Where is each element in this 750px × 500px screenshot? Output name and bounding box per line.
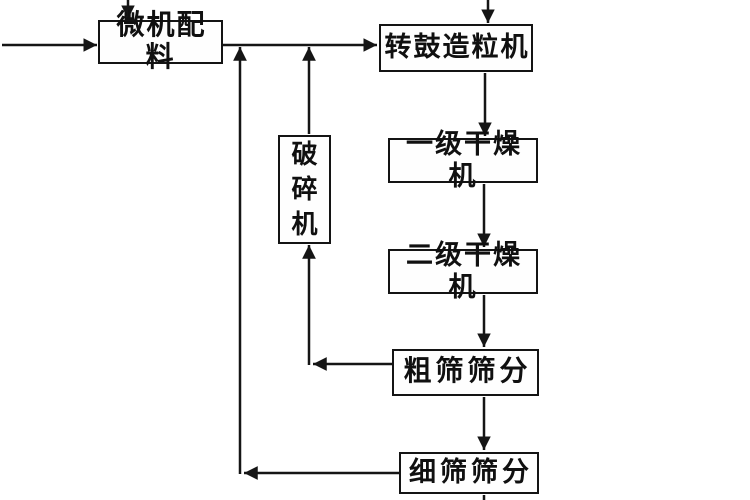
node-coarse-screening: 粗筛筛分 bbox=[392, 349, 539, 396]
node-crusher: 破碎机 bbox=[278, 135, 331, 244]
node-computer-batching: 微机配料 bbox=[98, 10, 223, 73]
node-drum-granulator: 转鼓造粒机 bbox=[379, 24, 533, 72]
node-secondary-dryer: 二级干燥机 bbox=[388, 240, 538, 302]
node-fine-screening: 细筛筛分 bbox=[399, 452, 539, 494]
node-primary-dryer: 一级干燥机 bbox=[388, 129, 538, 191]
